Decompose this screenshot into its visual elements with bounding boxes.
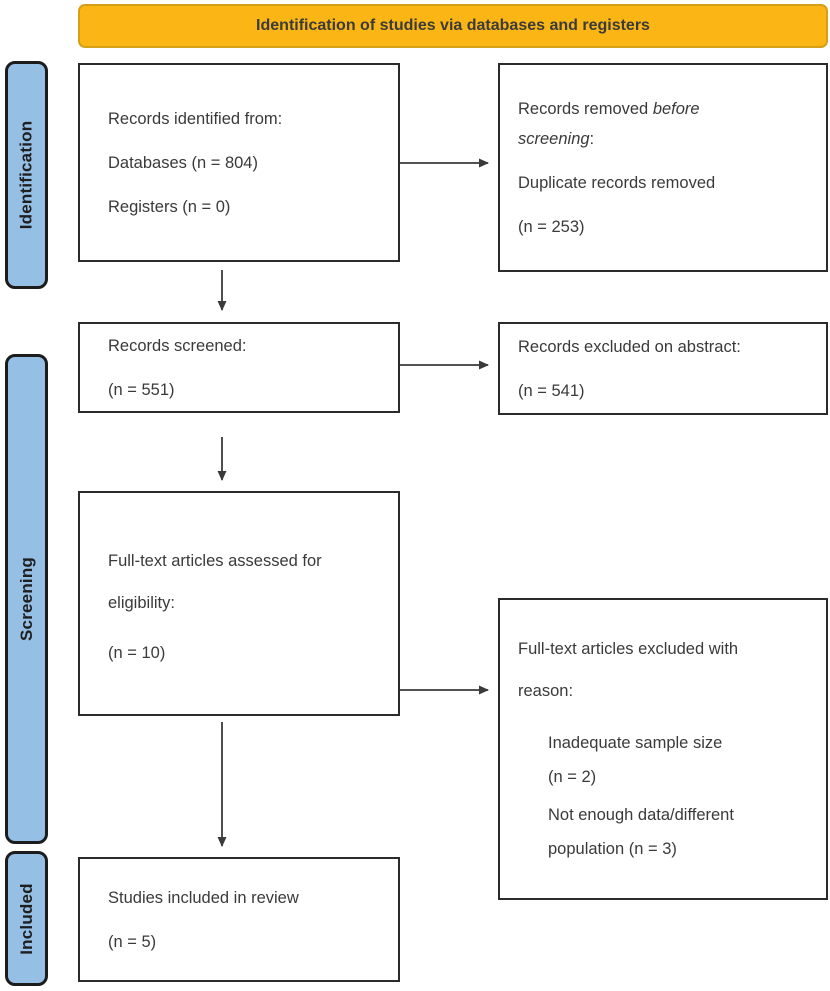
stage-screening-label: Screening [16,557,36,641]
records-excluded-heading: Records excluded on abstract: [518,337,741,356]
box-records-screened: Records screened: (n = 551) [78,322,400,413]
fulltext-excluded-heading: Full-text articles excluded with reason: [518,640,739,700]
records-removed-heading: Records removed before screening: [518,94,814,154]
stage-included-label: Included [16,882,36,955]
box-records-removed: Records removed before screening: Duplic… [498,63,828,272]
stage-identification: Identification [5,61,48,289]
box-records-identified: Records identified from: Databases (n = … [78,63,400,262]
box-studies-included: Studies included in review (n = 5) [78,857,400,982]
records-identified-databases: Databases (n = 804) [108,153,258,172]
fulltext-assessed-heading: Full-text articles assessed for eligibil… [108,551,322,612]
banner-identification-of-studies: Identification of studies via databases … [78,4,828,48]
banner-title: Identification of studies via databases … [256,17,650,34]
records-removed-duplicates: Duplicate records removed [518,173,716,192]
box-fulltext-assessed: Full-text articles assessed for eligibil… [78,491,400,716]
records-screened-count: (n = 551) [108,380,175,399]
records-excluded-count: (n = 541) [518,381,585,400]
stage-included: Included [5,851,48,986]
fulltext-excluded-reason-data: Not enough data/different population (n … [548,806,734,858]
stage-screening: Screening [5,354,48,844]
studies-included-count: (n = 5) [108,932,157,951]
records-removed-heading-pre: Records removed [518,99,653,118]
fulltext-assessed-count: (n = 10) [108,643,166,662]
records-removed-heading-post: : [589,129,595,148]
records-identified-registers: Registers (n = 0) [108,197,231,216]
box-records-excluded-abstract: Records excluded on abstract: (n = 541) [498,322,828,415]
records-screened-heading: Records screened: [108,336,247,355]
records-removed-count: (n = 253) [518,217,585,236]
records-removed-heading-italic: before screening [518,99,700,148]
box-fulltext-excluded: Full-text articles excluded with reason:… [498,598,828,900]
studies-included-heading: Studies included in review [108,888,299,907]
fulltext-excluded-reason-sample-size: Inadequate sample size (n = 2) [548,734,723,786]
records-identified-heading: Records identified from: [108,109,283,128]
stage-identification-label: Identification [16,120,36,230]
